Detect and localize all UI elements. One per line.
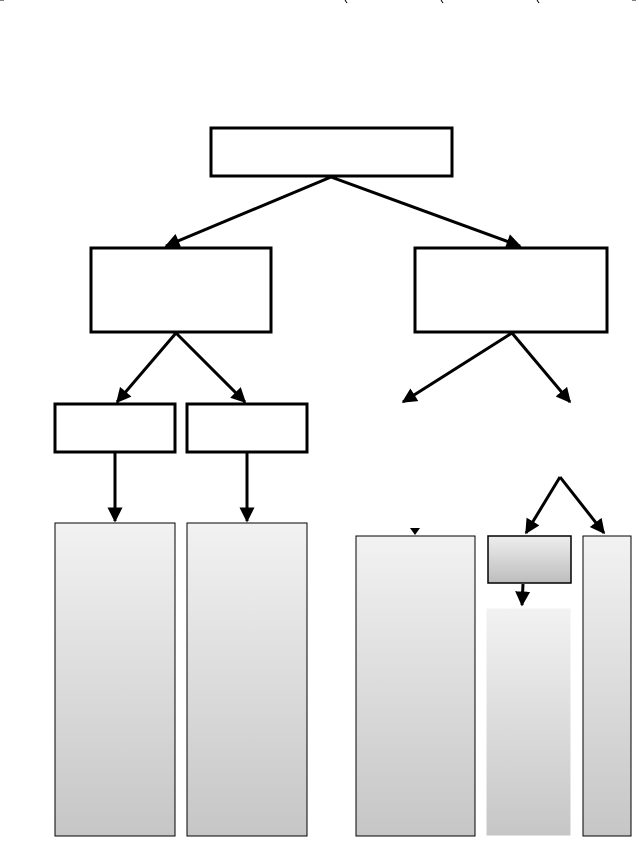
small-right-box [487,535,572,584]
arrow-mid-right-right-branch [510,332,572,404]
arrow-top-to-mid-right [330,175,522,249]
arrow-mid-right-left-branch [401,331,513,404]
top-edge-marks [0,0,636,4]
leaf-left-a [53,402,177,454]
mid-left-node [89,246,273,334]
panel-3 [355,535,476,837]
arrow-small-box-to-panel-4 [515,583,531,607]
panel-5 [582,535,632,837]
top-node [209,126,454,178]
arrow-branch-to-small-box [524,476,562,535]
leaf-left-b [185,402,309,454]
panel-2 [186,522,308,837]
arrow-mid-left-to-leaf-b [174,331,247,404]
arrow-mid-left-to-leaf-a [115,332,178,404]
arrow-top-to-mid-left [164,175,332,248]
panel-4 [485,607,572,837]
mid-right-node [413,246,609,334]
arrowhead-panel-3 [410,528,420,535]
arrow-branch-to-panel-5 [558,476,606,535]
panel-1 [54,522,176,837]
